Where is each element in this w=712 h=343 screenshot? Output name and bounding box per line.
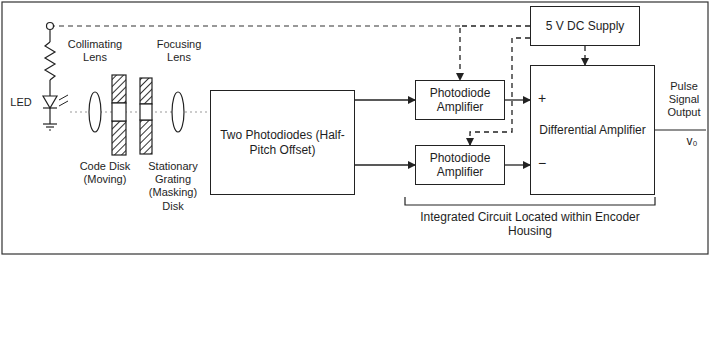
part-label: LED bbox=[4, 96, 38, 109]
signal-connector bbox=[355, 99, 415, 100]
node-text: 5 V DC Supply bbox=[546, 19, 625, 33]
process-box: Two Photodiodes (Half-Pitch Offset) bbox=[210, 90, 355, 195]
resistor-symbol bbox=[45, 42, 55, 80]
signal-connector bbox=[505, 99, 530, 100]
terminal bbox=[47, 23, 54, 30]
signal-connector bbox=[355, 164, 415, 165]
part-label: + bbox=[535, 90, 549, 107]
housing-bracket bbox=[405, 197, 655, 205]
process-box: Photodiode Amplifier bbox=[415, 80, 505, 120]
supply-box: 5 V DC Supply bbox=[530, 6, 640, 46]
part-label: Stationary Grating (Masking) Disk bbox=[140, 160, 206, 213]
output-line bbox=[655, 129, 706, 130]
frame bbox=[2, 2, 708, 254]
part-label: Integrated Circuit Located within Encode… bbox=[405, 210, 655, 239]
node-text: Two Photodiodes (Half-Pitch Offset) bbox=[217, 128, 348, 157]
node-text: Photodiode Amplifier bbox=[422, 86, 498, 115]
focusing-lens bbox=[172, 92, 184, 132]
supply-wire bbox=[54, 25, 460, 26]
part-label: v₀ bbox=[680, 134, 704, 148]
code-disk bbox=[112, 75, 126, 103]
part-label: Pulse Signal Output bbox=[658, 80, 710, 120]
process-box: Photodiode Amplifier bbox=[415, 145, 505, 185]
process-box: Differential Amplifier bbox=[530, 65, 655, 195]
collimating-lens bbox=[89, 92, 101, 132]
signal-connector bbox=[505, 164, 530, 165]
led-symbol bbox=[43, 96, 57, 108]
part-label: Code Disk (Moving) bbox=[74, 160, 136, 186]
supply-connector bbox=[584, 46, 585, 65]
ground-symbol bbox=[43, 123, 57, 124]
node-text: Differential Amplifier bbox=[539, 123, 646, 137]
node-text: Photodiode Amplifier bbox=[422, 151, 498, 180]
part-label: Collimating Lens bbox=[62, 38, 128, 64]
part-label: − bbox=[535, 155, 549, 172]
supply-connector bbox=[460, 26, 530, 80]
part-label: Focusing Lens bbox=[150, 38, 208, 64]
grating-disk bbox=[140, 78, 152, 104]
